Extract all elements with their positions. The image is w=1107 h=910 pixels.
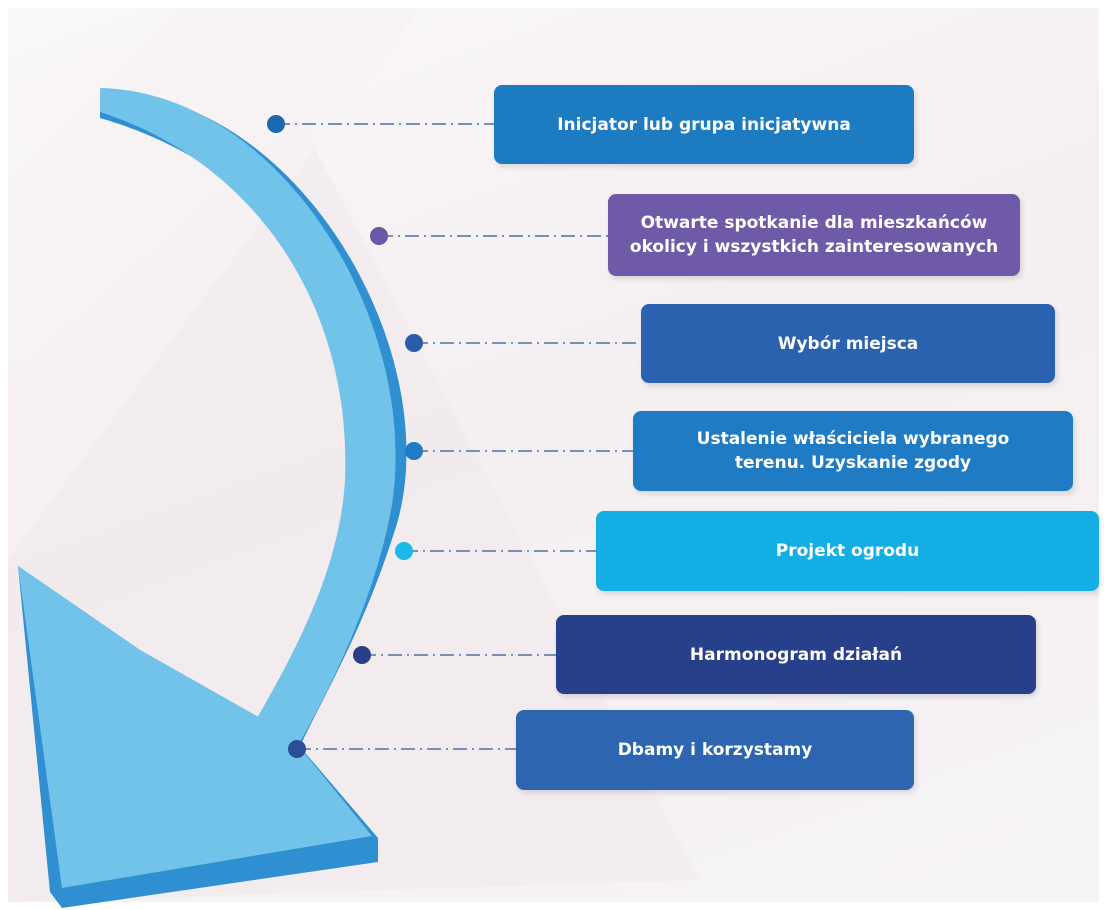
step-label: Dbamy i korzystamy [617, 740, 813, 760]
arrow-head [18, 566, 372, 888]
step-label: Ustalenie właściciela wybranego terenu. … [696, 429, 1010, 473]
step-dot [267, 115, 285, 133]
step-box-owner-consent: Ustalenie właściciela wybranego terenu. … [633, 411, 1073, 491]
step-dot [370, 227, 388, 245]
step-label: Projekt ogrodu [775, 541, 920, 561]
step-dot [405, 442, 423, 460]
step-box-care-and-use: Dbamy i korzystamy [516, 710, 914, 790]
step-box-schedule: Harmonogram działań [556, 615, 1036, 694]
step-label: Wybór miejsca [777, 333, 919, 354]
step-dot [395, 542, 413, 560]
step-label: Inicjator lub grupa inicjatywna [557, 114, 851, 135]
step-box-initiator: Inicjator lub grupa inicjatywna [494, 85, 914, 164]
step-box-open-meeting: Otwarte spotkanie dla mieszkańców okolic… [608, 194, 1020, 276]
step-dot [288, 740, 306, 758]
step-box-site-selection: Wybór miejsca [641, 304, 1055, 383]
step-box-garden-design: Projekt ogrodu [596, 511, 1099, 591]
step-dot [353, 646, 371, 664]
step-label: Otwarte spotkanie dla mieszkańców okolic… [629, 213, 999, 257]
step-label: Harmonogram działań [689, 644, 903, 665]
arrow-band [100, 88, 396, 760]
step-dot [405, 334, 423, 352]
